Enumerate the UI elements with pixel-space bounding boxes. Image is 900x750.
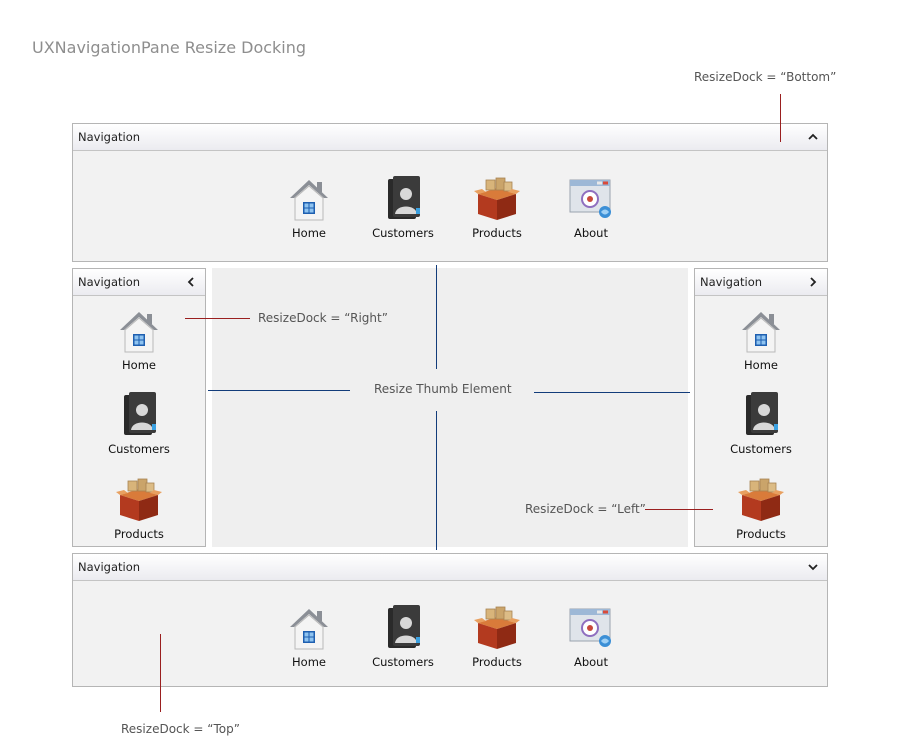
annotation-resize-dock-top: ResizeDock = “Top” (121, 722, 240, 736)
customers-icon (114, 390, 164, 440)
nav-item-label: Products (114, 527, 164, 541)
navigation-pane-left: Navigation Home Customers Products (72, 268, 206, 547)
nav-item-products[interactable]: Products (99, 475, 179, 541)
nav-item-customers[interactable]: Customers (721, 390, 801, 456)
annotation-resize-dock-bottom: ResizeDock = “Bottom” (694, 70, 837, 84)
resize-thumb-label: Resize Thumb Element (374, 382, 512, 396)
chevron-up-icon[interactable] (805, 124, 821, 150)
chevron-left-icon[interactable] (183, 269, 199, 295)
thumb-line-left (208, 390, 350, 391)
nav-item-home[interactable]: Home (99, 306, 179, 372)
nav-item-label: About (573, 226, 608, 240)
nav-item-about[interactable]: About (551, 174, 631, 240)
nav-item-label: Customers (372, 226, 434, 240)
annotation-line (780, 94, 781, 142)
navigation-pane-bottom: Navigation Home Customers Products About (72, 553, 828, 687)
nav-item-label: Home (292, 226, 326, 240)
nav-item-label: Home (122, 358, 156, 372)
nav-item-products[interactable]: Products (457, 603, 537, 669)
thumb-line-up (436, 265, 437, 369)
nav-item-label: Products (472, 226, 522, 240)
pane-header-label: Navigation (78, 130, 141, 144)
nav-item-label: Home (292, 655, 326, 669)
about-icon (566, 603, 616, 653)
nav-item-customers[interactable]: Customers (99, 390, 179, 456)
thumb-line-right (534, 392, 690, 393)
home-icon (114, 306, 164, 356)
products-icon (472, 174, 522, 224)
pane-header-label: Navigation (700, 275, 763, 289)
nav-item-home[interactable]: Home (721, 306, 801, 372)
chevron-down-icon[interactable] (805, 554, 821, 580)
nav-item-products[interactable]: Products (721, 475, 801, 541)
nav-item-customers[interactable]: Customers (363, 174, 443, 240)
annotation-line (645, 509, 713, 510)
page-title: UXNavigationPane Resize Docking (32, 38, 307, 57)
customers-icon (378, 174, 428, 224)
home-icon (736, 306, 786, 356)
nav-item-label: Customers (108, 442, 170, 456)
pane-header-label: Navigation (78, 275, 141, 289)
home-icon (284, 603, 334, 653)
pane-header[interactable]: Navigation (73, 269, 205, 296)
pane-header[interactable]: Navigation (73, 554, 827, 581)
home-icon (284, 174, 334, 224)
thumb-line-down (436, 411, 437, 550)
pane-header-label: Navigation (78, 560, 141, 574)
products-icon (114, 475, 164, 525)
pane-header[interactable]: Navigation (73, 124, 827, 151)
nav-item-about[interactable]: About (551, 603, 631, 669)
nav-item-label: Customers (372, 655, 434, 669)
navigation-pane-top: Navigation Home Customers Products About (72, 123, 828, 262)
nav-item-home[interactable]: Home (269, 174, 349, 240)
nav-item-customers[interactable]: Customers (363, 603, 443, 669)
nav-item-label: Customers (730, 442, 792, 456)
about-icon (566, 174, 616, 224)
nav-item-home[interactable]: Home (269, 603, 349, 669)
nav-item-products[interactable]: Products (457, 174, 537, 240)
pane-header[interactable]: Navigation (695, 269, 827, 296)
nav-item-label: About (573, 655, 608, 669)
annotation-line (160, 634, 161, 712)
nav-item-label: Home (744, 358, 778, 372)
products-icon (472, 603, 522, 653)
annotation-resize-dock-left: ResizeDock = “Left” (525, 502, 646, 516)
annotation-resize-dock-right: ResizeDock = “Right” (258, 311, 388, 325)
customers-icon (736, 390, 786, 440)
customers-icon (378, 603, 428, 653)
nav-item-label: Products (736, 527, 786, 541)
navigation-pane-right: Navigation Home Customers Products (694, 268, 828, 547)
products-icon (736, 475, 786, 525)
chevron-right-icon[interactable] (805, 269, 821, 295)
content-area (212, 268, 688, 547)
nav-item-label: Products (472, 655, 522, 669)
annotation-line (185, 318, 250, 319)
